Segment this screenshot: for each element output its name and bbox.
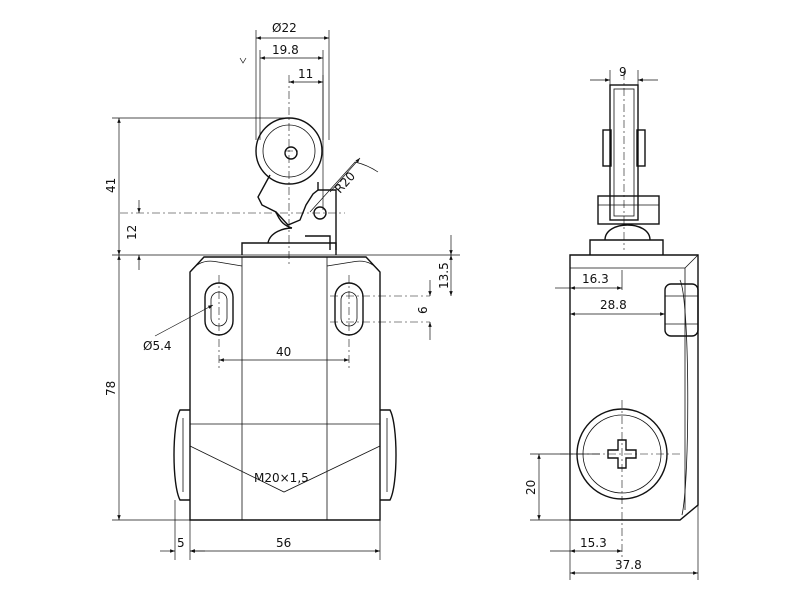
dim-d40: 40 [276,345,291,359]
dim-d16-3: 16.3 [582,272,609,286]
dim-d12: 12 [125,225,139,240]
dim-d13-5: 13.5 [437,262,451,289]
roller-side [589,84,664,255]
side-view: 9 16.3 28.8 20 15.3 37.8 [524,65,699,580]
cable-gland-right [380,409,397,501]
dim-thread: M20×1,5 [254,471,309,485]
housing-side [569,254,699,521]
dim-d11: 11 [298,67,313,81]
front-view: Ø22 19.8 11 41 12 R20 13.5 6 Ø5.4 40 78 … [104,21,460,560]
dim-d20: 20 [524,480,538,495]
dim-d37-8: 37.8 [615,558,642,572]
cable-gland-left [173,409,190,501]
dim-d15-3: 15.3 [580,536,607,550]
dim-d22: Ø22 [272,21,297,35]
dim-d9: 9 [619,65,627,79]
dim-d5-4: Ø5.4 [143,339,172,353]
dim-d56: 56 [276,536,291,550]
dim-d28-8: 28.8 [600,298,627,312]
dim-d6: 6 [416,306,430,314]
dim-d19-8: 19.8 [272,43,299,57]
dim-d41: 41 [104,178,118,193]
dim-d5: 5 [177,536,185,550]
dim-d78: 78 [104,381,118,396]
